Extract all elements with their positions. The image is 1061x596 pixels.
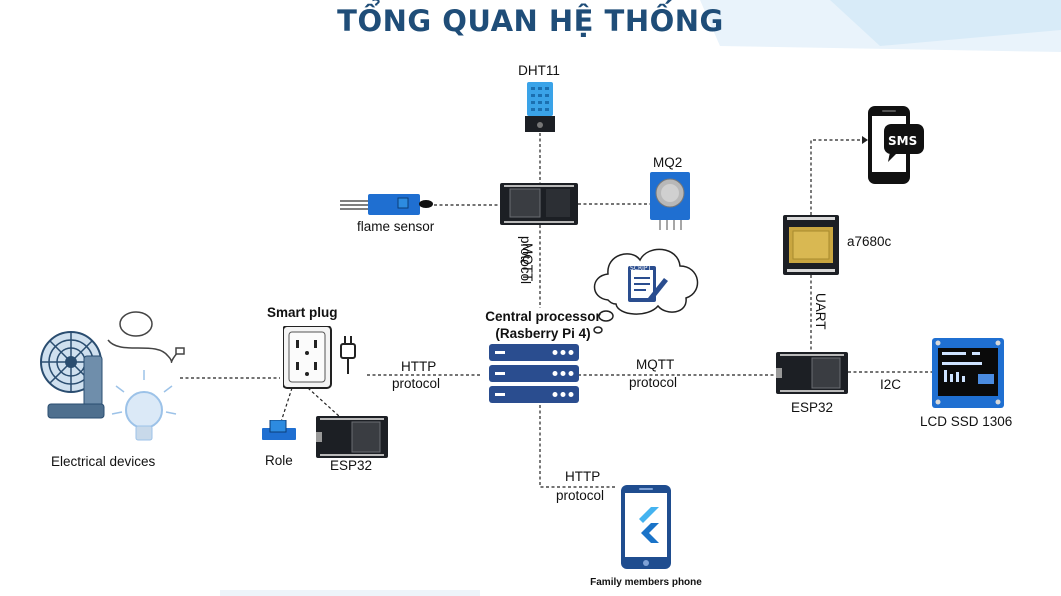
esp32-right-label: ESP32: [791, 400, 834, 415]
lcd-ssd1306-icon: [932, 338, 1004, 408]
a7680c-label: a7680c: [847, 234, 892, 249]
http-bottom-label: HTTP: [565, 469, 601, 484]
server-icon: [489, 344, 579, 403]
phone-flutter-icon: [621, 485, 671, 569]
flame-sensor-label: flame sensor: [357, 219, 435, 234]
esp32-left-board-icon: [316, 416, 388, 458]
dht11-sensor-icon: [525, 82, 555, 132]
i2c-label: I2C: [880, 377, 902, 392]
http-left-label: HTTP: [401, 359, 437, 374]
central-processor-title: Central processor: [485, 309, 601, 324]
relay-label: Role: [265, 453, 293, 468]
lcd-label: LCD SSD 1306: [920, 414, 1013, 429]
protocol-bottom-label: protocol: [556, 488, 605, 503]
protocol-left-label: protocol: [392, 376, 441, 391]
esp32-right-board-icon: [776, 352, 848, 394]
relay-module-icon: [262, 420, 296, 440]
mqtt-right-label: MQTT: [636, 357, 675, 372]
smart-plug-label: Smart plug: [267, 305, 338, 320]
uart-label: UART: [813, 293, 828, 330]
smart-plug-outlet-icon: [283, 326, 356, 389]
electrical-devices-icon: [40, 311, 185, 441]
sms-phone-icon: SMS: [868, 106, 924, 184]
page-title: TỔNG QUAN HỆ THỐNG: [337, 4, 724, 38]
phone-label: Family members phone: [590, 577, 702, 588]
mq2-label: MQ2: [653, 155, 683, 170]
esp32-left-label: ESP32: [330, 458, 373, 473]
esp32-hub-board-icon: [500, 183, 578, 225]
script-thought-cloud-icon: SCRIPT: [593, 248, 699, 334]
central-processor-subtitle: (Rasberry Pi 4): [495, 326, 591, 341]
protocol-vertical-label: protocol: [518, 236, 533, 285]
electrical-devices-label: Electrical devices: [51, 454, 156, 469]
mq2-sensor-icon: [650, 172, 690, 230]
sms-label: SMS: [888, 134, 917, 148]
dht11-label: DHT11: [518, 63, 560, 78]
script-label: SCRIPT: [630, 265, 652, 272]
flame-sensor-icon: [340, 194, 433, 215]
protocol-right-label: protocol: [629, 375, 678, 390]
a7680c-module-icon: [783, 215, 839, 275]
